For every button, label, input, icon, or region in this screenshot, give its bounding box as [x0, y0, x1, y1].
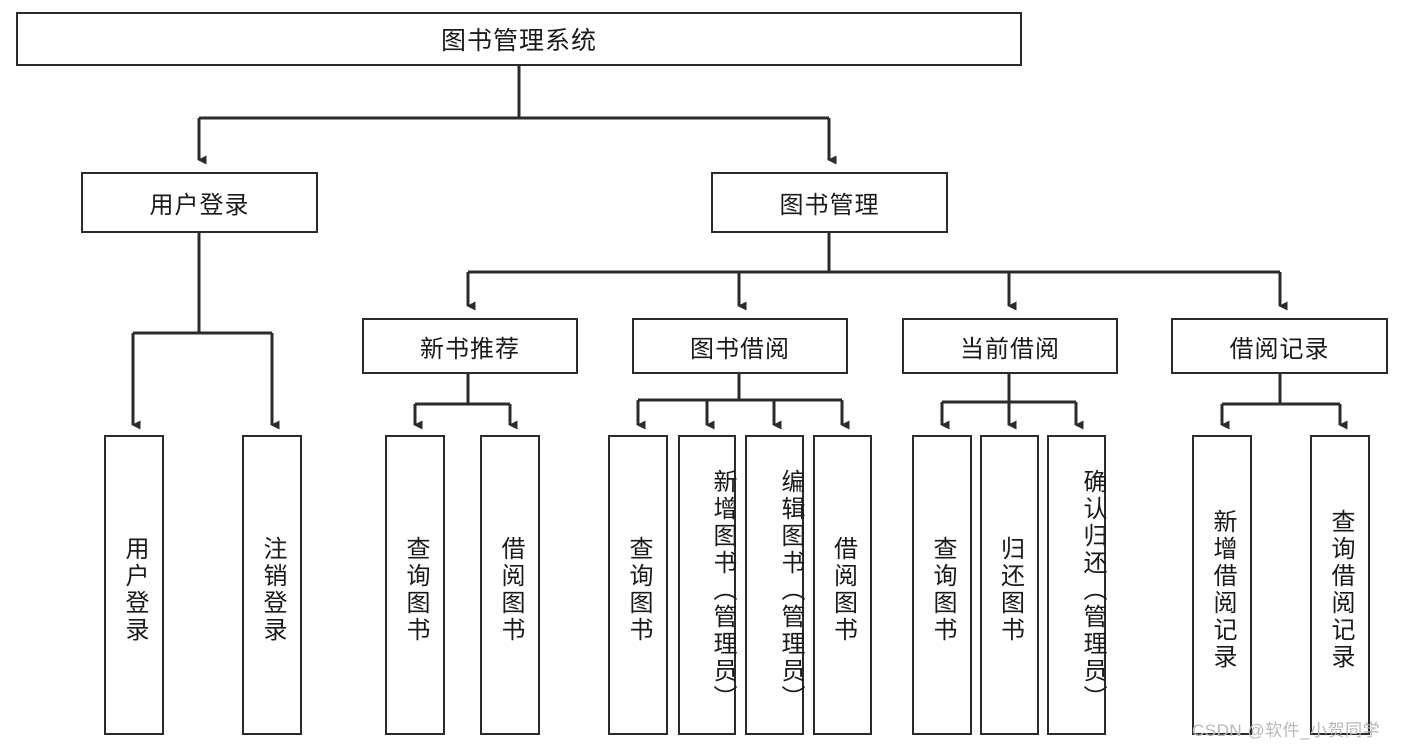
node-leaf-record-query-label: 查询借阅记录: [1327, 509, 1354, 671]
node-leaf-borrow-add-book[interactable]: 新增图书（管理员）: [678, 435, 736, 735]
node-user-login-label: 用户登录: [149, 192, 250, 219]
node-leaf-recommend-query-book[interactable]: 查询图书: [385, 435, 445, 735]
node-leaf-borrow-borrow-book-label: 借阅图书: [829, 536, 857, 644]
node-leaf-borrow-query-book[interactable]: 查询图书: [608, 435, 668, 735]
node-leaf-record-add-label: 新增借阅记录: [1209, 509, 1236, 671]
node-leaf-record-add[interactable]: 新增借阅记录: [1192, 435, 1252, 735]
node-current-borrow-label: 当前借阅: [960, 335, 1060, 363]
node-leaf-user-logout-label: 注销登录: [259, 536, 286, 644]
node-leaf-borrow-borrow-book[interactable]: 借阅图书: [813, 435, 872, 735]
node-leaf-current-return-book-label: 归还图书: [996, 536, 1024, 644]
node-leaf-user-logout[interactable]: 注销登录: [242, 435, 302, 735]
node-leaf-current-query-book[interactable]: 查询图书: [912, 435, 972, 735]
node-leaf-current-query-book-label: 查询图书: [929, 536, 956, 644]
node-borrow-record-label: 借阅记录: [1229, 335, 1330, 363]
node-leaf-current-confirm-return[interactable]: 确认归还（管理员）: [1047, 435, 1106, 735]
node-leaf-user-login[interactable]: 用户登录: [104, 435, 164, 735]
csdn-watermark: CSDN @软件_小贺同学: [1192, 721, 1381, 740]
node-new-book-recommend-label: 新书推荐: [420, 335, 520, 363]
node-leaf-current-confirm-return-label: 确认归还（管理员）: [1079, 468, 1106, 712]
node-root-label: 图书管理系统: [440, 27, 597, 55]
node-user-login[interactable]: 用户登录: [81, 172, 318, 233]
node-leaf-recommend-borrow-book-label: 借阅图书: [497, 536, 524, 644]
node-new-book-recommend[interactable]: 新书推荐: [362, 318, 578, 374]
node-leaf-recommend-borrow-book[interactable]: 借阅图书: [480, 435, 540, 735]
node-leaf-borrow-add-book-label: 新增图书（管理员）: [709, 468, 736, 712]
node-book-borrow[interactable]: 图书借阅: [632, 318, 848, 374]
node-book-manage[interactable]: 图书管理: [711, 172, 948, 233]
node-leaf-borrow-edit-book-label: 编辑图书（管理员）: [777, 468, 804, 712]
node-leaf-current-return-book[interactable]: 归还图书: [980, 435, 1039, 735]
node-root[interactable]: 图书管理系统: [16, 12, 1022, 66]
node-current-borrow[interactable]: 当前借阅: [902, 318, 1118, 374]
node-leaf-user-login-label: 用户登录: [121, 536, 148, 644]
node-book-borrow-label: 图书借阅: [690, 335, 790, 363]
node-borrow-record[interactable]: 借阅记录: [1171, 318, 1388, 374]
node-leaf-recommend-query-book-label: 查询图书: [402, 536, 429, 644]
node-leaf-borrow-edit-book[interactable]: 编辑图书（管理员）: [745, 435, 804, 735]
node-leaf-borrow-query-book-label: 查询图书: [625, 536, 652, 644]
node-book-manage-label: 图书管理: [779, 192, 880, 219]
node-leaf-record-query[interactable]: 查询借阅记录: [1310, 435, 1370, 735]
